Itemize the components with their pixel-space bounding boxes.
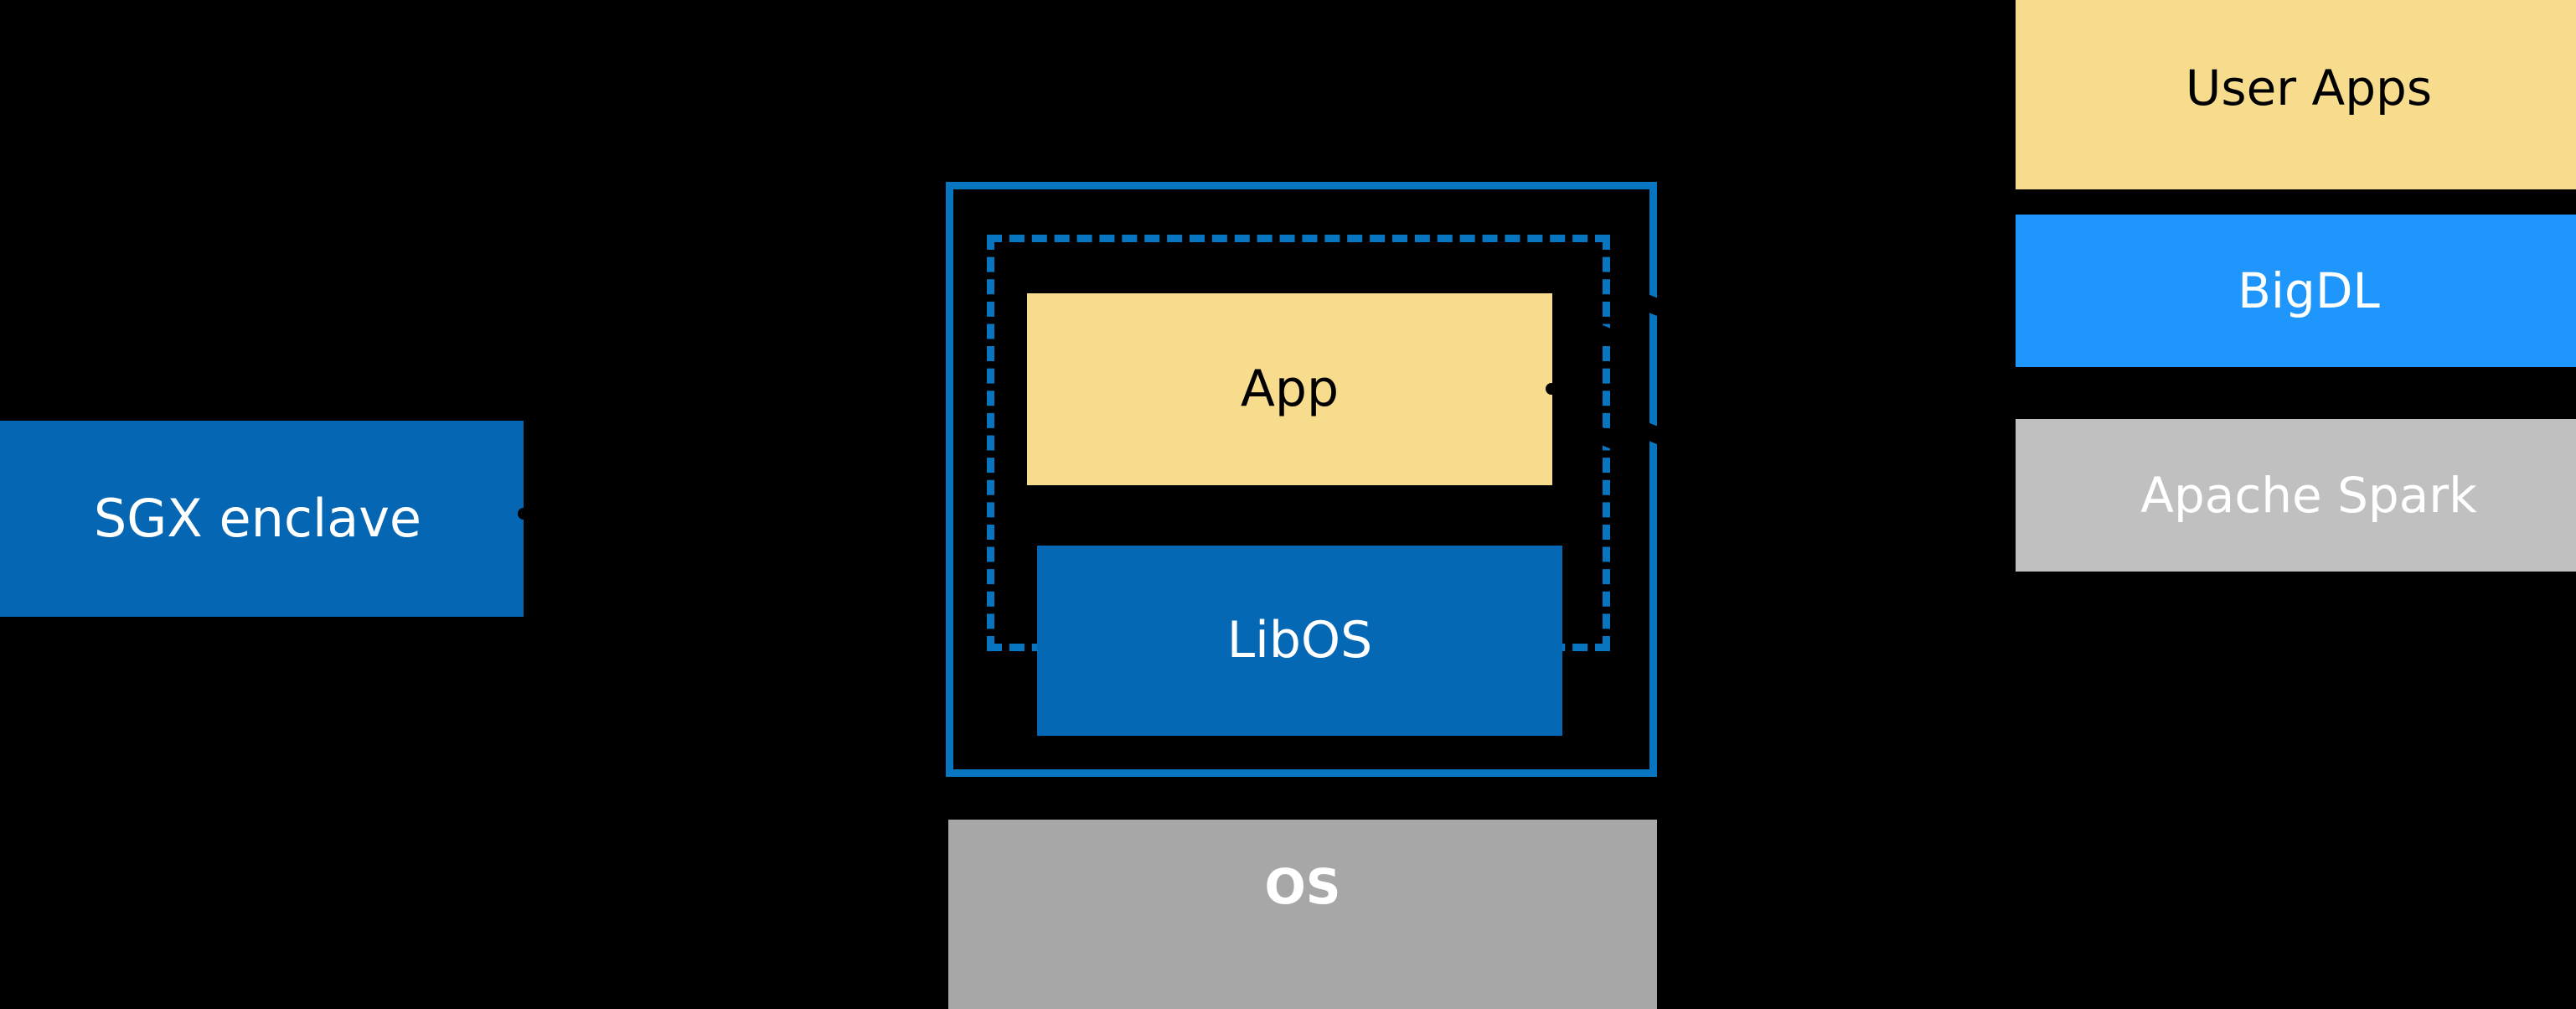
- app-box: App: [1027, 293, 1552, 485]
- os-box: OS: [948, 820, 1657, 1009]
- enclave-outline-border: [946, 182, 1657, 777]
- sgx-enclave-label: SGX enclave: [93, 488, 422, 550]
- sgx-connector-dot: [518, 508, 529, 520]
- libos-box: LibOS: [1037, 546, 1562, 736]
- bigdl-box: BigDL: [2016, 215, 2576, 367]
- user-apps-box: User Apps: [2016, 0, 2576, 189]
- apache-spark-label: Apache Spark: [2140, 466, 2477, 524]
- libos-label: LibOS: [1226, 611, 1373, 670]
- apache-spark-box: Apache Spark: [2016, 419, 2576, 572]
- app-label: App: [1240, 360, 1340, 418]
- bigdl-label: BigDL: [2238, 261, 2380, 319]
- os-label: OS: [1264, 858, 1341, 915]
- sgx-enclave-box: SGX enclave: [0, 421, 524, 617]
- user-apps-label: User Apps: [2185, 59, 2433, 116]
- app-connector-dot: [1546, 383, 1557, 395]
